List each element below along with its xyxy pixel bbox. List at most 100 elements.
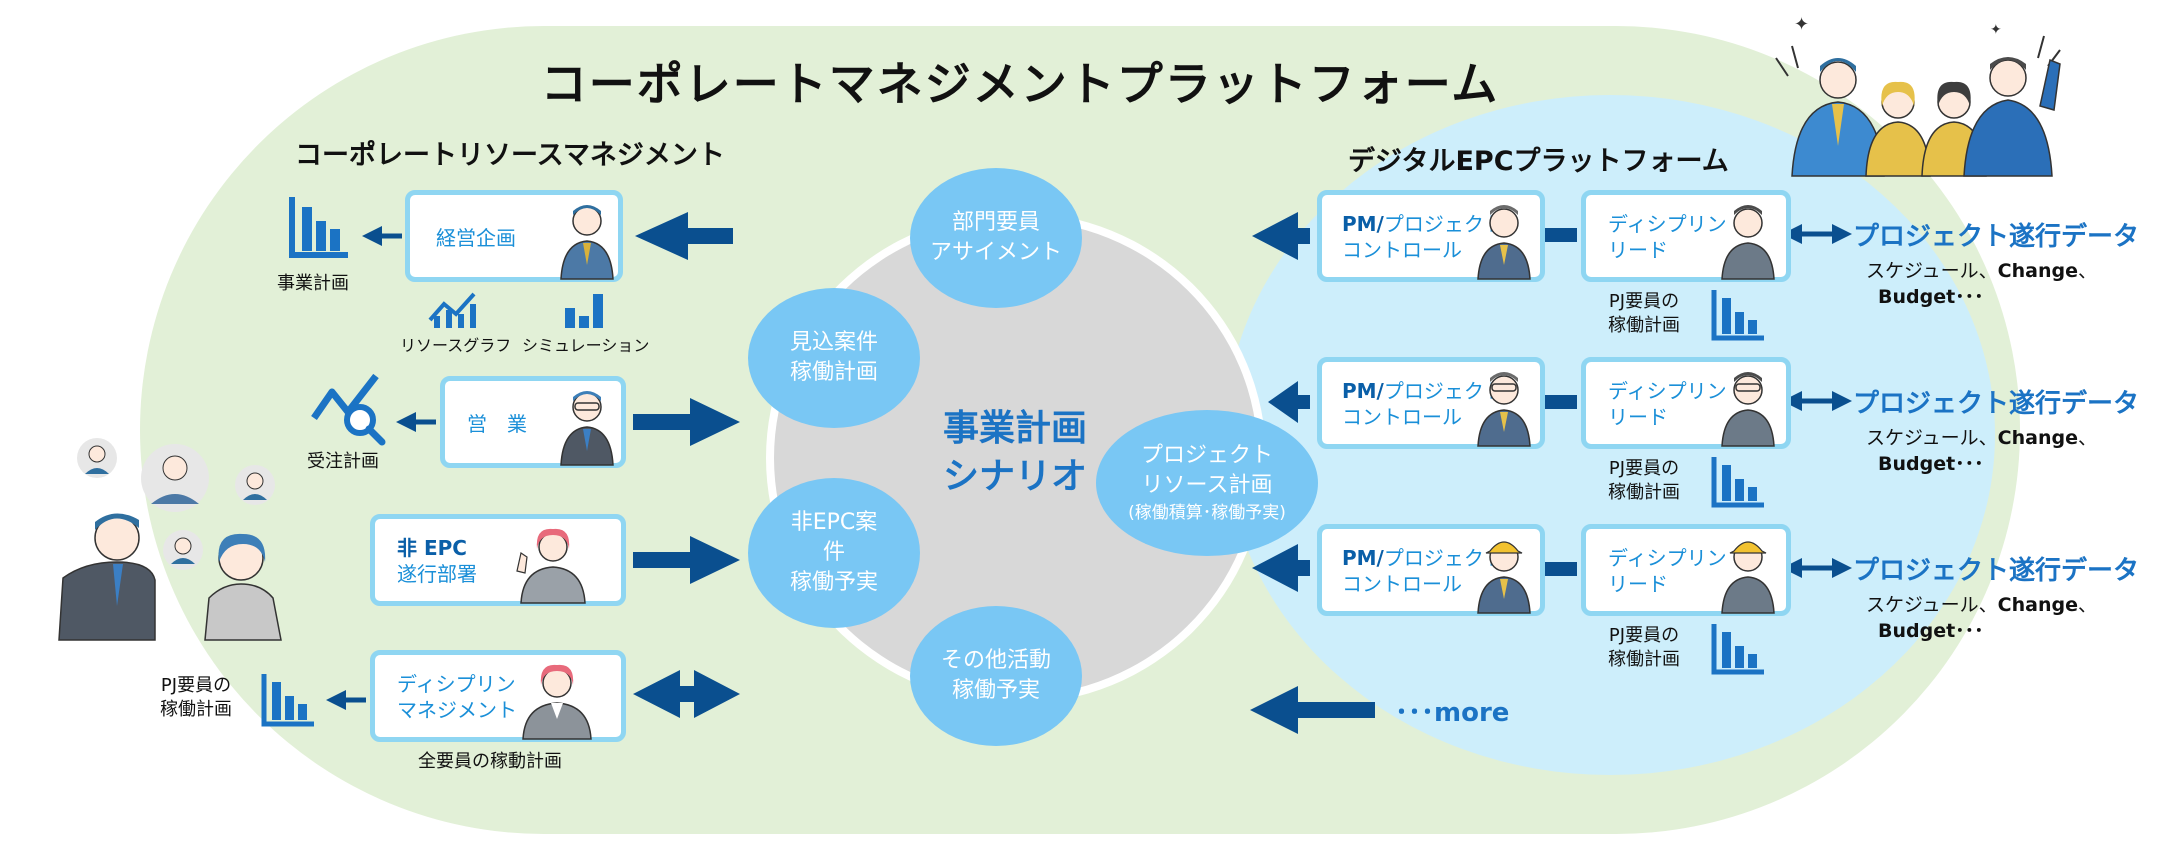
discipline-lead-icon	[1721, 205, 1775, 280]
project-manager-icon	[1477, 541, 1531, 614]
sched-budget: Budget･･･	[1878, 453, 1984, 475]
svg-text:✦: ✦	[1794, 14, 1809, 35]
bubble-text: 稼働予実	[951, 678, 1040, 703]
label-resource-graph: リソースグラフ	[400, 336, 512, 355]
left-section-title: コーポレートリソースマネジメント	[295, 140, 725, 171]
arrow-more-left	[1250, 686, 1375, 734]
card-label-line1: ディシプリン	[397, 672, 516, 696]
arrow-discipline-bidirectional	[633, 670, 740, 718]
label-line: 稼働計画	[1608, 649, 1680, 670]
bubble-text: 稼働予実	[789, 570, 878, 595]
simulation-chart-icon	[565, 294, 603, 328]
card-label: PM/プロジェクト コントロール	[1342, 545, 1504, 597]
project-execution-data-link[interactable]: プロジェクト遂行データ	[1853, 389, 2140, 419]
sched-text: スケジュール、	[1866, 260, 1998, 282]
card-label: ディシプリン リード	[1608, 378, 1727, 430]
sales-person-icon	[560, 391, 614, 466]
connector-row3	[1545, 562, 1577, 576]
bubble-text: 稼働計画	[789, 360, 878, 385]
card-label-line1: ディシプリン	[1608, 212, 1727, 236]
card-label-rest: プロジェクト	[1383, 212, 1504, 236]
sched-change: Change	[1997, 260, 2078, 282]
schedule-items: スケジュール、Change、 Budget･･･	[1866, 258, 2097, 310]
label-pj-staff-plan: PJ要員の 稼働計画	[160, 674, 232, 722]
arrow-from-sales	[633, 398, 740, 446]
bubble-text: プロジェクト	[1140, 443, 1273, 468]
card-label-rest: プロジェクト	[1383, 546, 1504, 570]
label-line: PJ要員の	[1608, 458, 1680, 479]
label-line: PJ要員の	[1608, 291, 1680, 312]
page-title: コーポレートマネジメントプラットフォーム	[540, 57, 1500, 111]
label-pj-staff-plan: PJ要員の 稼働計画	[1608, 624, 1680, 672]
label-order-plan: 受注計画	[307, 451, 379, 472]
center-scenario: 事業計画 シナリオ	[895, 405, 1135, 501]
project-manager-icon	[1477, 372, 1531, 447]
project-execution-data-link[interactable]: プロジェクト遂行データ	[1853, 556, 2140, 586]
pj-staff-chart-icon	[1711, 290, 1764, 341]
card-label-bold: PM/	[1342, 212, 1384, 236]
center-line1: 事業計画	[942, 408, 1087, 449]
label-line: PJ要員の	[1608, 625, 1680, 646]
center-line2: シナリオ	[942, 456, 1087, 497]
card-label: PM/プロジェクト コントロール	[1342, 211, 1504, 263]
card-label-line2: コントロール	[1342, 572, 1462, 596]
team-celebration-illustration: ✦ ✦	[1775, 14, 2061, 177]
project-execution-data-link[interactable]: プロジェクト遂行データ	[1853, 222, 2140, 252]
card-label-line2: マネジメント	[397, 698, 517, 722]
card-pm-project-control: PM/プロジェクト コントロール	[1317, 357, 1545, 449]
pj-staff-chart-icon	[1711, 624, 1764, 675]
label-line: 稼働計画	[1608, 315, 1680, 336]
card-discipline-management: ディシプリン マネジメント	[370, 650, 626, 742]
bubble-prospect-plan: 見込案件 稼働計画	[748, 288, 920, 428]
order-plan-analytics-icon	[311, 373, 386, 446]
card-label-line2: コントロール	[1342, 238, 1462, 262]
arrow-row3-left	[1252, 544, 1310, 592]
arrow-row1-left	[1252, 212, 1310, 260]
card-label-line2: コントロール	[1342, 405, 1462, 429]
schedule-items: スケジュール、Change、 Budget･･･	[1866, 592, 2097, 644]
card-discipline-lead: ディシプリン リード	[1581, 524, 1791, 616]
sched-text: スケジュール、	[1866, 427, 1998, 449]
bubble-text: その他活動	[940, 648, 1051, 673]
card-label-line2: リード	[1608, 238, 1668, 262]
bubble-other-activities: その他活動 稼働予実	[910, 606, 1082, 746]
sched-change: Change	[1997, 427, 2078, 449]
card-label-rest: プロジェクト	[1383, 379, 1504, 403]
resource-graph-icon	[428, 292, 476, 328]
schedule-items: スケジュール、Change、 Budget･･･	[1866, 425, 2097, 477]
woman-icon	[516, 528, 586, 604]
label-line: PJ要員の	[160, 675, 232, 696]
sched-budget: Budget･･･	[1878, 286, 1984, 308]
card-label-line2: リード	[1608, 405, 1668, 429]
card-management-planning: 経営企画	[405, 190, 623, 282]
card-discipline-lead: ディシプリン リード	[1581, 190, 1791, 282]
businessman-icon	[560, 205, 614, 280]
business-plan-chart-icon	[289, 197, 348, 258]
label-line: 稼働計画	[160, 699, 232, 720]
bubble-text: アサイメント	[929, 240, 1062, 265]
card-label: ディシプリン リード	[1608, 211, 1727, 263]
bubble-text: 非EPC案	[790, 510, 878, 535]
arrow-to-management	[635, 212, 733, 260]
label-business-plan: 事業計画	[277, 273, 349, 294]
discipline-lead-icon	[1721, 372, 1775, 447]
woman-manager-icon	[522, 664, 592, 740]
pj-staff-chart-icon	[261, 674, 314, 727]
bubble-text: (稼働積算･稼働予実)	[1128, 503, 1286, 523]
card-label: 経営企画	[436, 226, 516, 250]
card-label: 非 EPC 遂行部署	[397, 535, 477, 587]
label-simulation: シミュレーション	[522, 336, 650, 355]
card-non-epc-dept: 非 EPC 遂行部署	[370, 514, 626, 606]
sched-budget: Budget･･･	[1878, 620, 1984, 642]
bubble-text: 部門要員	[951, 210, 1040, 235]
arrow-from-non-epc	[633, 536, 740, 584]
sched-sep: 、	[2077, 427, 2097, 449]
more-label: ･･･more	[1395, 698, 1510, 728]
card-pm-project-control: PM/プロジェクト コントロール	[1317, 524, 1545, 616]
sched-sep: 、	[2077, 594, 2097, 616]
bubble-project-resource: プロジェクト リソース計画 (稼働積算･稼働予実)	[1096, 410, 1318, 556]
connector-row2	[1545, 395, 1577, 409]
card-label-bold: PM/	[1342, 546, 1384, 570]
right-section-title: デジタルEPCプラットフォーム	[1348, 146, 1729, 177]
